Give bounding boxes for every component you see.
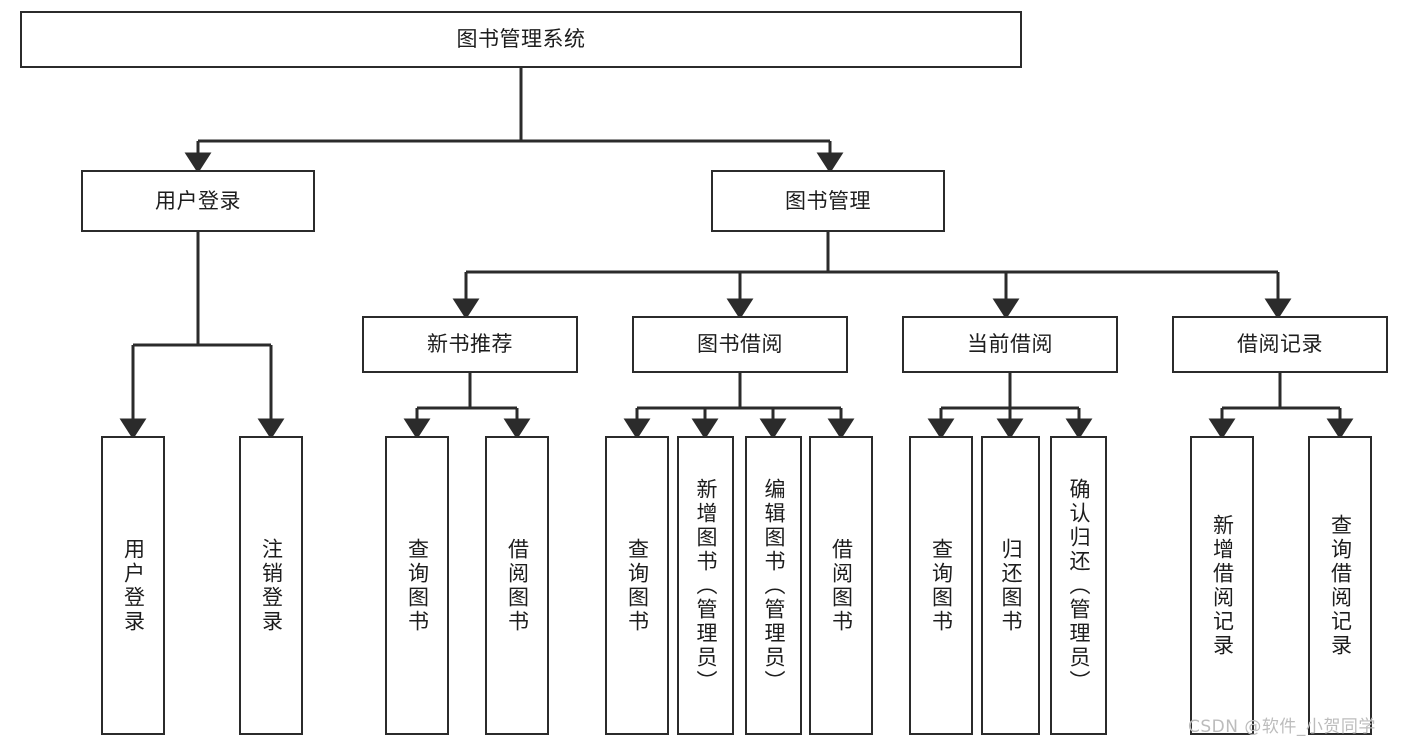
node-user-login-label: 用户登录 <box>155 188 241 213</box>
node-new-book-recommend[interactable]: 新书推荐 <box>362 316 578 373</box>
node-leaf-query-book-1[interactable]: 查询图书 <box>385 436 449 735</box>
node-root[interactable]: 图书管理系统 <box>20 11 1022 68</box>
node-leaf-query-book-1-label: 查询图书 <box>405 537 430 634</box>
node-leaf-edit-book-label: 编辑图书（管理员） <box>762 477 786 694</box>
node-leaf-user-login-label: 用户登录 <box>121 537 146 634</box>
node-leaf-logout-login[interactable]: 注销登录 <box>239 436 303 735</box>
node-leaf-confirm-return-label: 确认归还（管理员） <box>1067 477 1091 694</box>
node-user-login[interactable]: 用户登录 <box>81 170 315 232</box>
node-leaf-query-book-3-label: 查询图书 <box>929 537 954 634</box>
node-leaf-edit-book[interactable]: 编辑图书（管理员） <box>745 436 802 735</box>
node-leaf-borrow-book-1-label: 借阅图书 <box>505 537 530 634</box>
node-root-label: 图书管理系统 <box>456 27 586 52</box>
node-book-manage-label: 图书管理 <box>785 188 871 213</box>
node-leaf-borrow-book-2-label: 借阅图书 <box>829 537 854 634</box>
node-borrow-record-label: 借阅记录 <box>1237 332 1323 357</box>
node-current-borrow[interactable]: 当前借阅 <box>902 316 1118 373</box>
node-leaf-query-record-label: 查询借阅记录 <box>1328 513 1353 658</box>
node-leaf-confirm-return[interactable]: 确认归还（管理员） <box>1050 436 1107 735</box>
node-leaf-query-book-2-label: 查询图书 <box>625 537 650 634</box>
node-leaf-query-book-2[interactable]: 查询图书 <box>605 436 669 735</box>
node-leaf-add-book-label: 新增图书（管理员） <box>694 477 718 694</box>
node-leaf-query-book-3[interactable]: 查询图书 <box>909 436 973 735</box>
node-current-borrow-label: 当前借阅 <box>967 332 1053 357</box>
node-borrow-record[interactable]: 借阅记录 <box>1172 316 1388 373</box>
node-leaf-add-record[interactable]: 新增借阅记录 <box>1190 436 1254 735</box>
node-leaf-logout-login-label: 注销登录 <box>259 537 284 634</box>
node-leaf-query-record[interactable]: 查询借阅记录 <box>1308 436 1372 735</box>
node-leaf-return-book[interactable]: 归还图书 <box>981 436 1040 735</box>
node-leaf-borrow-book-1[interactable]: 借阅图书 <box>485 436 549 735</box>
node-book-borrow-label: 图书借阅 <box>697 332 783 357</box>
node-book-manage[interactable]: 图书管理 <box>711 170 945 232</box>
watermark-text: CSDN @软件_小贺同学 <box>1188 717 1376 737</box>
node-leaf-borrow-book-2[interactable]: 借阅图书 <box>809 436 873 735</box>
node-new-book-recommend-label: 新书推荐 <box>427 332 513 357</box>
node-leaf-user-login[interactable]: 用户登录 <box>101 436 165 735</box>
node-leaf-add-record-label: 新增借阅记录 <box>1210 513 1235 658</box>
node-leaf-add-book[interactable]: 新增图书（管理员） <box>677 436 734 735</box>
node-book-borrow[interactable]: 图书借阅 <box>632 316 848 373</box>
node-leaf-return-book-label: 归还图书 <box>999 537 1023 634</box>
